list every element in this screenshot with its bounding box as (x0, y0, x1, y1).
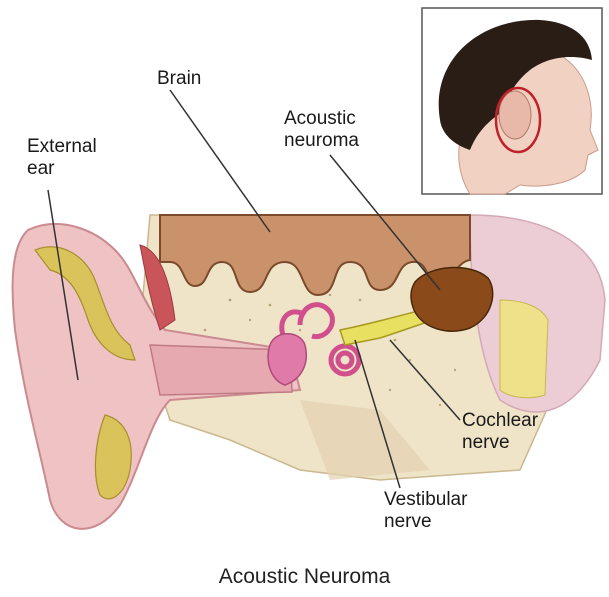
label-external-ear-line2: ear (27, 158, 97, 180)
label-acoustic-neuroma: Acoustic neuroma (284, 108, 359, 152)
label-acoustic-neuroma-line2: neuroma (284, 130, 359, 152)
anatomy-cross-section (13, 215, 605, 529)
label-brain-text: Brain (157, 68, 201, 90)
label-cochlear-nerve-line2: nerve (462, 432, 538, 454)
tumor (411, 267, 493, 331)
label-external-ear-line1: External (27, 136, 97, 158)
label-vestibular-nerve-line2: nerve (384, 511, 467, 533)
label-brain: Brain (157, 68, 201, 90)
label-vestibular-nerve-line1: Vestibular (384, 489, 467, 511)
brain-leader (170, 90, 270, 232)
label-cochlear-nerve-line1: Cochlear (462, 410, 538, 432)
spinal-nerve-bundle (500, 300, 548, 398)
head-inset (422, 8, 602, 194)
inset-ear (499, 91, 531, 139)
label-external-ear: External ear (27, 136, 97, 180)
label-vestibular-nerve: Vestibular nerve (384, 489, 467, 533)
figure-title: Acoustic Neuroma (0, 565, 609, 589)
label-cochlear-nerve: Cochlear nerve (462, 410, 538, 454)
label-acoustic-neuroma-line1: Acoustic (284, 108, 359, 130)
